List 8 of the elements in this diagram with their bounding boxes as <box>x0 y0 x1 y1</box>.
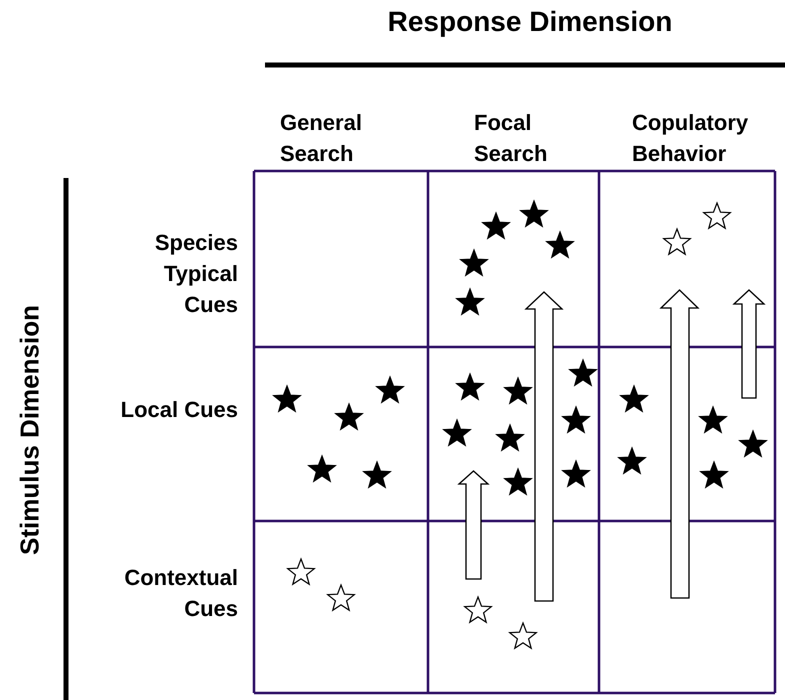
axis-title: Response Dimension <box>386 6 674 37</box>
column-header: Copulatory Behavior <box>632 109 750 168</box>
column-header: General Search <box>280 109 363 168</box>
column-header: Focal Search <box>474 109 548 168</box>
axis-title: Stimulus Dimension <box>14 305 46 555</box>
row-header: Contextual Cues <box>123 564 238 623</box>
row-header: Species Typical Cues <box>154 229 238 319</box>
row-header: Local Cues <box>120 396 238 424</box>
